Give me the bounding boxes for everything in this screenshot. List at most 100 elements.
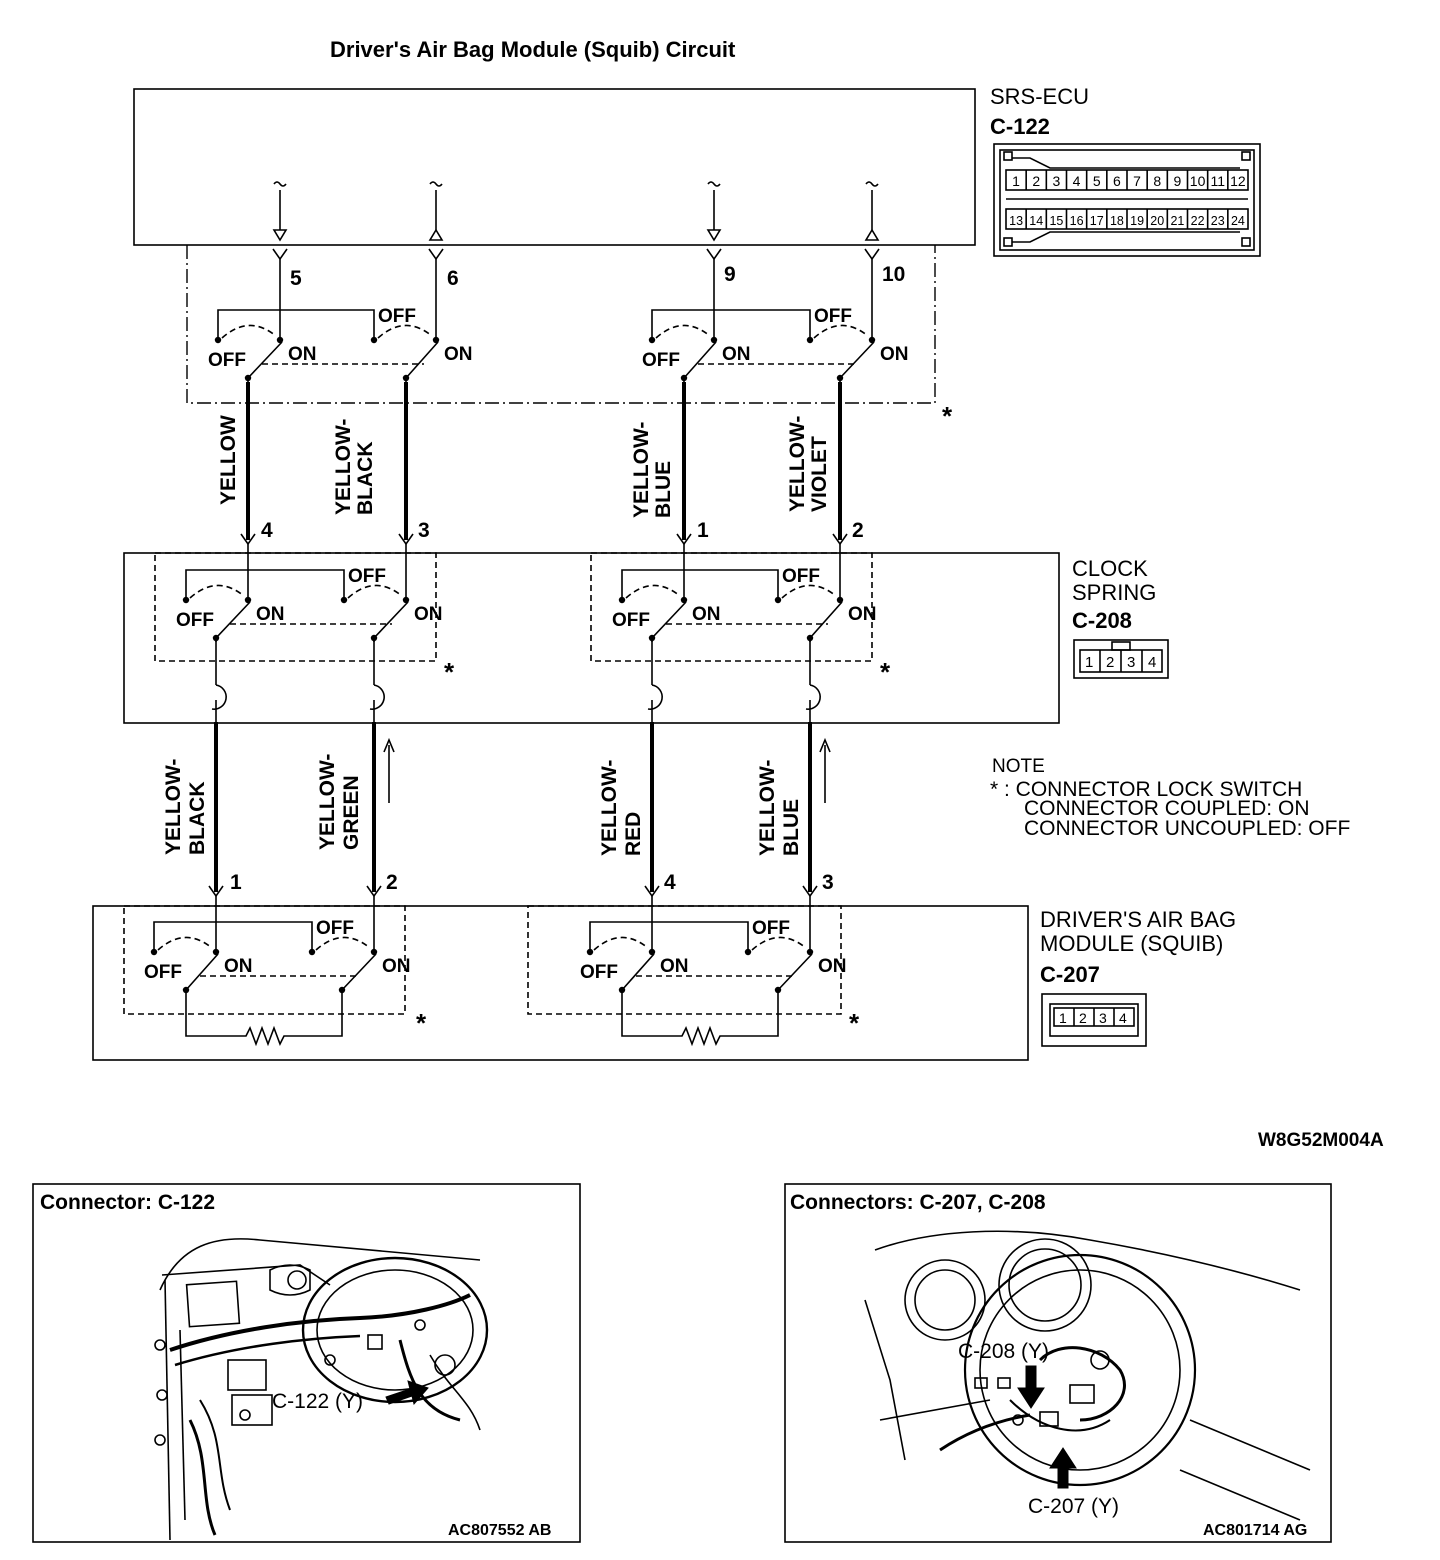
connector-c207-face: 1 2 3 4 xyxy=(1041,993,1147,1047)
c122-pin-6: 6 xyxy=(1113,173,1121,189)
svg-text:ON: ON xyxy=(288,344,317,365)
svg-text:ON: ON xyxy=(692,604,721,625)
panel-left-callout: C-122 (Y) xyxy=(272,1390,363,1413)
wire-label-yellow-blue-upper: YELLOW- BLUE xyxy=(630,422,675,518)
ecu-terminal-5: 5 xyxy=(290,267,302,290)
c122-pin-18: 18 xyxy=(1110,214,1124,228)
c122-pin-11: 11 xyxy=(1210,173,1225,189)
module-pin-4: 4 xyxy=(664,871,676,894)
c122-pin-21: 21 xyxy=(1170,214,1184,228)
air-bag-module: * * DRIVER'S AIR BAG MODULE (SQUIB) C-20… xyxy=(92,905,1236,1061)
dashboard-illustration-left xyxy=(154,1238,489,1541)
c122-pin-19: 19 xyxy=(1130,214,1144,228)
wire-label-yellow-black-upper: YELLOW- BLACK xyxy=(332,419,377,515)
steering-wheel-illustration xyxy=(864,1230,1311,1521)
svg-text:OFF: OFF xyxy=(752,918,790,939)
lock-switch-note: NOTE * : CONNECTOR LOCK SWITCH CONNECTOR… xyxy=(990,756,1350,840)
c122-pin-8: 8 xyxy=(1153,173,1161,189)
svg-text:BLUE: BLUE xyxy=(652,461,675,518)
srs-ecu-label: SRS-ECU xyxy=(990,84,1089,109)
svg-text:OFF: OFF xyxy=(814,306,852,327)
clock-spring-label-line1: CLOCK xyxy=(1072,556,1148,581)
svg-text:2: 2 xyxy=(1079,1010,1087,1026)
svg-text:ON: ON xyxy=(880,344,909,365)
ecu-lock-asterisk: * xyxy=(942,401,953,431)
svg-text:OFF: OFF xyxy=(580,962,618,983)
current-flow-arrow-right xyxy=(819,737,831,803)
ecu-lock-switch-boundary xyxy=(186,245,936,404)
c208-pointer-arrow xyxy=(1017,1365,1045,1409)
svg-text:4: 4 xyxy=(1119,1010,1127,1026)
svg-text:YELLOW-: YELLOW- xyxy=(162,759,185,855)
svg-text:1: 1 xyxy=(1059,1010,1067,1026)
note-line-3: CONNECTOR UNCOUPLED: OFF xyxy=(1024,817,1350,840)
connector-c208-face: 1 2 3 4 xyxy=(1073,639,1169,679)
squib-resistor-2 xyxy=(621,992,779,1047)
module-pin-1: 1 xyxy=(230,871,242,894)
clock-spring-pin-1: 1 xyxy=(697,519,709,542)
svg-text:3: 3 xyxy=(1099,1010,1107,1026)
svg-text:YELLOW: YELLOW xyxy=(217,415,240,505)
module-label-line2: MODULE (SQUIB) xyxy=(1040,931,1223,956)
lock-switch-module-right: ON OFF ON OFF xyxy=(580,885,847,994)
clock-spring: * * CLOCK SPRING C-208 1 2 3 4 xyxy=(123,552,1169,724)
svg-text:ON: ON xyxy=(444,344,473,365)
svg-text:YELLOW-: YELLOW- xyxy=(598,760,621,856)
wire-label-yellow-blue-lower: YELLOW- BLUE xyxy=(756,760,803,856)
svg-text:OFF: OFF xyxy=(782,566,820,587)
c122-pin-1: 1 xyxy=(1012,173,1020,189)
module-lock-left xyxy=(123,905,406,1015)
lock-switch-ecu-right: ON OFF ON OFF xyxy=(642,248,909,382)
c122-pin-7: 7 xyxy=(1133,173,1141,189)
c122-pin-13: 13 xyxy=(1009,214,1023,228)
svg-text:OFF: OFF xyxy=(144,962,182,983)
srs-ecu-connector-label: C-122 xyxy=(990,114,1050,139)
c122-pin-12: 12 xyxy=(1230,173,1246,189)
svg-text:GREEN: GREEN xyxy=(340,775,363,850)
current-flow-arrow-left xyxy=(383,737,395,803)
upper-harness: YELLOW YELLOW- BLACK YELLOW- BLUE YELLOW… xyxy=(217,382,864,542)
clock-spring-pin-2: 2 xyxy=(852,519,864,542)
svg-text:VIOLET: VIOLET xyxy=(808,436,831,512)
svg-text:YELLOW-: YELLOW- xyxy=(316,754,339,850)
svg-text:ON: ON xyxy=(660,956,689,977)
wire-label-yellow-green: YELLOW- GREEN xyxy=(316,754,363,850)
svg-text:ON: ON xyxy=(256,604,285,625)
c122-pin-22: 22 xyxy=(1191,214,1205,228)
svg-text:ON: ON xyxy=(414,604,443,625)
note-line-1: * : CONNECTOR LOCK SWITCH xyxy=(990,778,1302,801)
c122-pin-5: 5 xyxy=(1093,173,1101,189)
connector-location-panel-c122: Connector: C-122 xyxy=(32,1183,581,1543)
c122-pin-9: 9 xyxy=(1174,173,1182,189)
panel-right-callout-top: C-208 (Y) xyxy=(958,1340,1049,1363)
c122-pin-23: 23 xyxy=(1211,214,1225,228)
clock-spring-lock-asterisk-left: * xyxy=(444,657,455,687)
svg-text:3: 3 xyxy=(1127,654,1135,671)
svg-text:1: 1 xyxy=(1085,654,1093,671)
svg-text:OFF: OFF xyxy=(642,350,680,371)
squib-resistor-1 xyxy=(185,992,343,1047)
svg-text:BLACK: BLACK xyxy=(186,782,209,856)
c207-pointer-arrow xyxy=(1049,1447,1077,1489)
c122-pin-3: 3 xyxy=(1053,173,1061,189)
panel-right-title: Connectors: C-207, C-208 xyxy=(790,1191,1046,1214)
wire-label-yellow-black-lower: YELLOW- BLACK xyxy=(162,759,209,855)
svg-text:OFF: OFF xyxy=(176,610,214,631)
lower-harness: YELLOW- BLACK YELLOW- GREEN YELLOW- RED … xyxy=(162,722,834,894)
svg-text:RED: RED xyxy=(622,812,645,856)
note-heading: NOTE xyxy=(992,756,1045,777)
module-lock-asterisk-left: * xyxy=(416,1008,427,1038)
connector-location-panel-c207-c208: Connectors: C-207, C-208 C-208 (Y) xyxy=(784,1183,1332,1543)
c122-pin-2: 2 xyxy=(1032,173,1040,189)
svg-text:OFF: OFF xyxy=(612,610,650,631)
svg-text:ON: ON xyxy=(818,956,847,977)
clock-spring-lock-left xyxy=(154,552,437,662)
svg-text:YELLOW-: YELLOW- xyxy=(756,760,779,856)
panel-left-code: AC807552 AB xyxy=(448,1522,551,1539)
svg-text:ON: ON xyxy=(722,344,751,365)
module-label-line1: DRIVER'S AIR BAG xyxy=(1040,907,1236,932)
air-bag-module-box xyxy=(92,905,1029,1061)
clock-spring-label-line2: SPRING xyxy=(1072,580,1156,605)
